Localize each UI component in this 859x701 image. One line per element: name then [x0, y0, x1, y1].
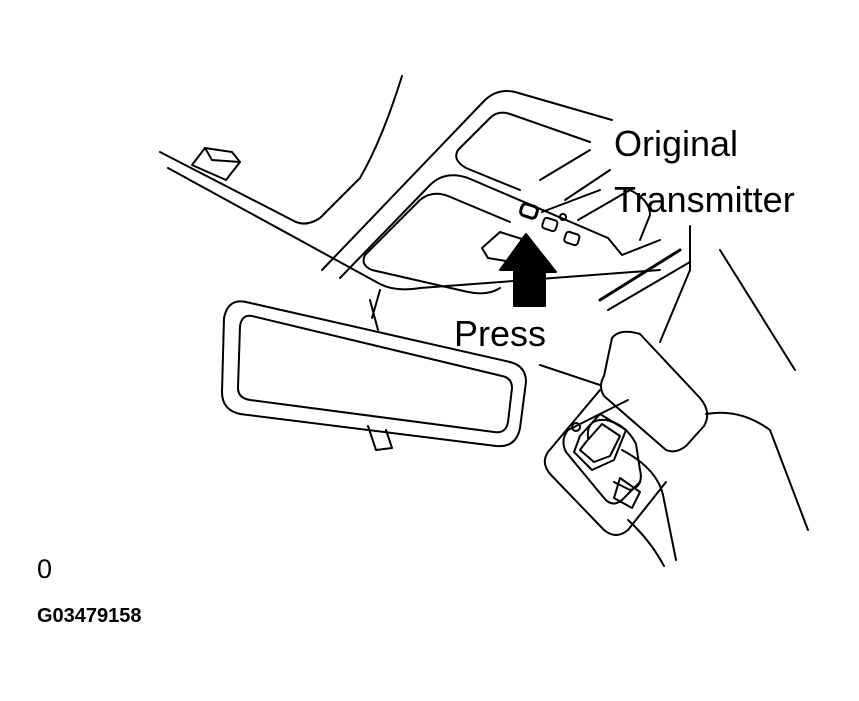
- up-arrow-icon: [499, 233, 557, 307]
- console-buttons: [519, 202, 581, 247]
- label-transmitter: Transmitter: [614, 179, 795, 220]
- label-press: Press: [454, 313, 547, 354]
- hand-icon: [586, 411, 809, 567]
- homelink-button-icon: [519, 202, 539, 220]
- roof-headliner: [159, 75, 661, 386]
- leader-lines: [541, 189, 796, 371]
- label-original: Original: [614, 123, 739, 164]
- rearview-mirror-icon: [221, 299, 527, 451]
- figure-marker: 0: [37, 554, 53, 584]
- garage-remote-icon: [543, 330, 709, 536]
- visor-clip: [191, 147, 241, 181]
- overhead-console: [321, 90, 691, 311]
- figure-code: G03479158: [37, 605, 142, 627]
